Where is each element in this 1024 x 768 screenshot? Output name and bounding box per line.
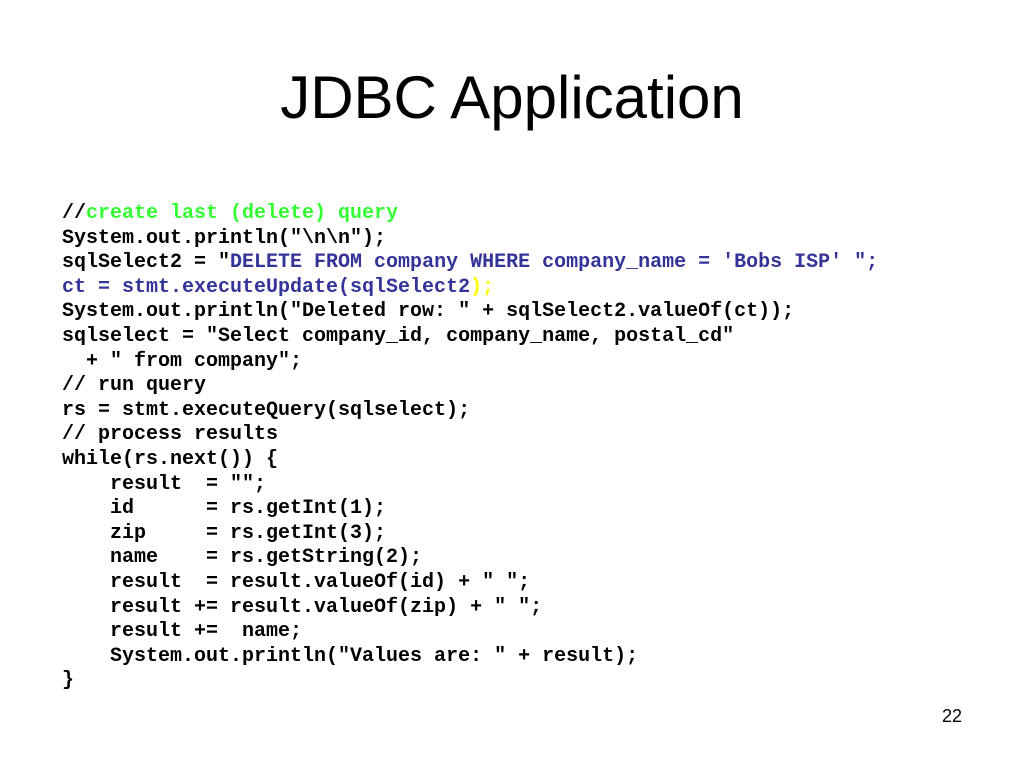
code-line: ct = stmt.executeUpdate(sqlSelect2);: [62, 276, 878, 301]
code-line: System.out.println("\n\n");: [62, 226, 387, 250]
code-line: System.out.println("Deleted row: " + sql…: [62, 300, 795, 324]
code-line: result = "";: [62, 472, 267, 496]
code-line: //create last (delete) query: [62, 202, 878, 227]
code-line: + " from company";: [62, 349, 303, 373]
page-number: 22: [941, 706, 962, 726]
code-line: sqlselect = "Select company_id, company_…: [62, 324, 735, 348]
code-line: // run query: [62, 374, 207, 398]
code-line: result += name;: [62, 620, 303, 644]
code-prefix: sqlSelect2 = ": [62, 251, 231, 275]
blue-code: ct = stmt.executeUpdate(sqlSelect2: [62, 275, 471, 299]
code-line: }: [62, 669, 75, 693]
slide-title: JDBC Application: [280, 64, 744, 131]
code-line: result = result.valueOf(id) + " ";: [62, 570, 531, 594]
code-line: // process results: [62, 423, 279, 447]
code-line: rs = stmt.executeQuery(sqlselect);: [62, 398, 471, 422]
code-line: id = rs.getInt(1);: [62, 497, 387, 521]
code-line: while(rs.next()) {: [62, 447, 279, 471]
code-line: result += result.valueOf(zip) + " ";: [62, 595, 543, 619]
code-line: sqlSelect2 = "DELETE FROM company WHERE …: [62, 251, 878, 276]
blue-sql: DELETE FROM company WHERE company_name =…: [230, 251, 879, 275]
code-line: zip = rs.getInt(3);: [62, 521, 387, 545]
code-line: name = rs.getString(2);: [62, 546, 423, 570]
comment-prefix: //: [62, 202, 87, 225]
code-line: System.out.println("Values are: " + resu…: [62, 644, 639, 668]
green-comment: create last (delete) query: [86, 202, 399, 225]
yellow-code: );: [470, 275, 495, 299]
